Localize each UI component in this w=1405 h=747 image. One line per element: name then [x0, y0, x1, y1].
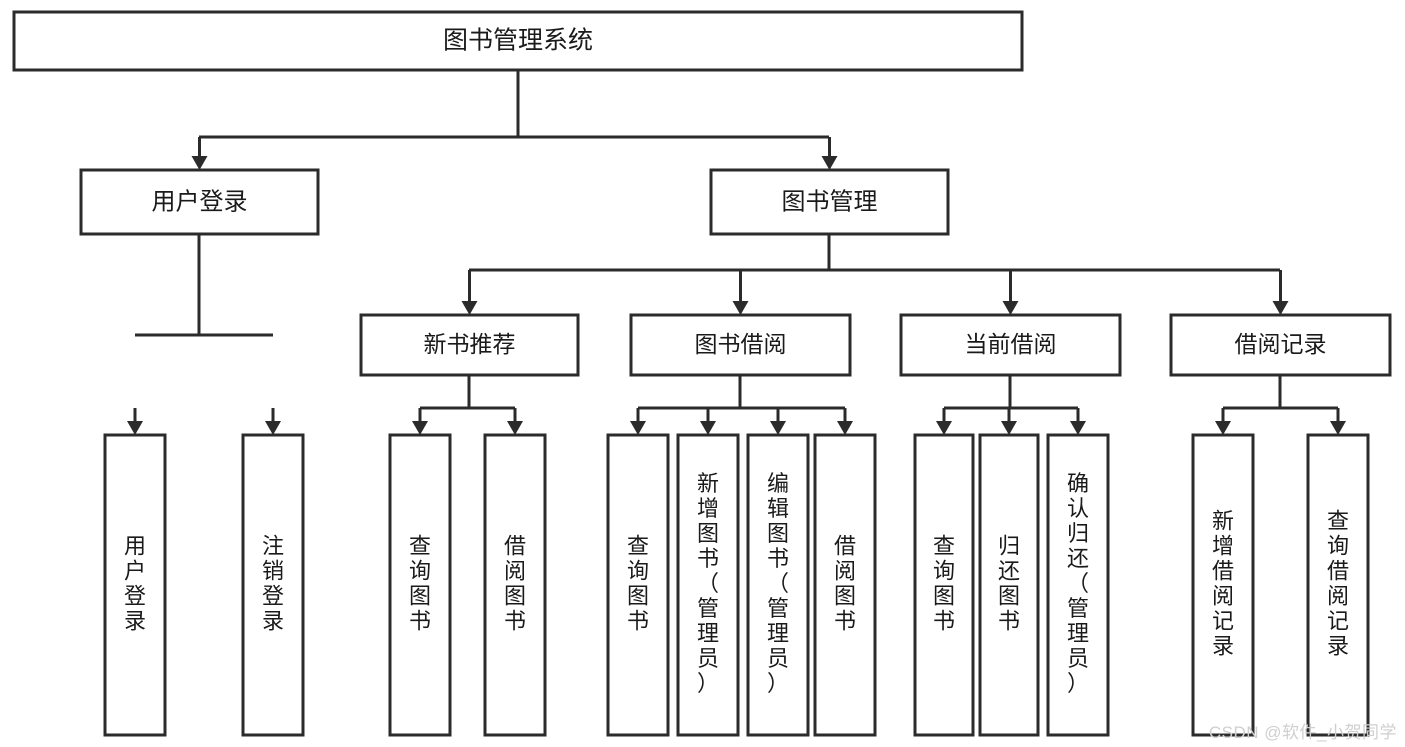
node-查询借阅记录-leaf-label: 查询借阅记录	[1327, 508, 1349, 658]
node-确认归还管理员-leaf-label: 确认归还（管理员）	[1067, 471, 1089, 696]
arrow-head-icon	[127, 421, 143, 435]
arrow-head-icon	[837, 421, 853, 435]
node-新书推荐-label: 新书推荐	[424, 331, 516, 357]
node-用户登录-box[interactable]	[79, 168, 320, 236]
node-借阅图书-leaf[interactable]: 借阅图书	[813, 433, 877, 737]
arrow-head-icon	[461, 301, 478, 315]
node-归还图书-leaf-label: 归还图书	[998, 533, 1020, 633]
node-图书管理系统-root[interactable]: 图书管理系统	[12, 10, 1024, 72]
node-当前借阅[interactable]: 当前借阅	[899, 313, 1122, 377]
arrow-head-icon	[732, 301, 749, 315]
node-借阅图书-leaf[interactable]: 借阅图书	[483, 433, 547, 737]
node-借阅图书-leaf-box[interactable]	[483, 433, 547, 737]
node-归还图书-leaf[interactable]: 归还图书	[978, 433, 1040, 737]
node-借阅记录[interactable]: 借阅记录	[1169, 313, 1392, 377]
node-借阅图书-leaf-label: 借阅图书	[504, 533, 526, 633]
node-查询图书-leaf[interactable]: 查询图书	[606, 433, 670, 737]
arrow-head-icon	[1215, 421, 1231, 435]
arrow-head-icon	[630, 421, 646, 435]
node-注销登录-leaf-label: 注销登录	[262, 533, 284, 633]
node-编辑图书管理员-leaf-label: 编辑图书（管理员）	[767, 471, 789, 696]
arrow-head-icon	[936, 421, 952, 435]
node-用户登录-leaf-box[interactable]	[103, 433, 167, 737]
node-图书管理系统-root-box[interactable]	[12, 10, 1024, 72]
node-新书推荐-box[interactable]	[359, 313, 580, 377]
node-图书借阅-label: 图书借阅	[695, 331, 787, 357]
node-图书管理[interactable]: 图书管理	[709, 168, 950, 236]
node-查询图书-leaf-box[interactable]	[606, 433, 670, 737]
node-查询图书-leaf-label: 查询图书	[409, 533, 431, 633]
arrow-head-icon	[1002, 301, 1019, 315]
node-确认归还管理员-leaf-box[interactable]	[1046, 433, 1110, 737]
node-借阅图书-leaf-label: 借阅图书	[834, 533, 856, 633]
arrow-head-icon	[412, 421, 428, 435]
arrow-head-icon	[1272, 301, 1289, 315]
node-当前借阅-label: 当前借阅	[965, 331, 1057, 357]
node-查询图书-leaf-label: 查询图书	[933, 533, 955, 633]
node-当前借阅-box[interactable]	[899, 313, 1122, 377]
arrow-head-icon	[1001, 421, 1017, 435]
node-归还图书-leaf-box[interactable]	[978, 433, 1040, 737]
node-查询图书-leaf-box[interactable]	[388, 433, 452, 737]
node-新增图书管理员-leaf-box[interactable]	[676, 433, 740, 737]
node-编辑图书管理员-leaf-box[interactable]	[746, 433, 810, 737]
node-用户登录-leaf[interactable]: 用户登录	[103, 433, 167, 737]
arrow-head-icon	[191, 156, 208, 170]
node-借阅记录-box[interactable]	[1169, 313, 1392, 377]
node-借阅记录-label: 借阅记录	[1235, 331, 1327, 357]
node-新书推荐[interactable]: 新书推荐	[359, 313, 580, 377]
node-查询借阅记录-leaf-box[interactable]	[1306, 433, 1370, 737]
node-查询图书-leaf-box[interactable]	[913, 433, 975, 737]
node-图书管理-label: 图书管理	[782, 188, 878, 215]
arrow-head-icon	[770, 421, 786, 435]
arrow-head-icon	[1330, 421, 1346, 435]
node-图书借阅-box[interactable]	[629, 313, 852, 377]
arrow-head-icon	[507, 421, 523, 435]
arrow-head-icon	[1070, 421, 1086, 435]
node-新增图书管理员-leaf-label: 新增图书（管理员）	[697, 471, 719, 696]
node-新增借阅记录-leaf[interactable]: 新增借阅记录	[1191, 433, 1255, 737]
watermark-label: CSDN @软件_小贺同学	[1208, 723, 1397, 742]
arrow-head-icon	[265, 421, 281, 435]
node-图书管理-box[interactable]	[709, 168, 950, 236]
node-新增图书管理员-leaf[interactable]: 新增图书（管理员）	[676, 433, 740, 737]
node-编辑图书管理员-leaf[interactable]: 编辑图书（管理员）	[746, 433, 810, 737]
arrow-head-icon	[821, 156, 838, 170]
node-查询图书-leaf[interactable]: 查询图书	[388, 433, 452, 737]
node-用户登录-leaf-label: 用户登录	[124, 533, 146, 633]
node-确认归还管理员-leaf[interactable]: 确认归还（管理员）	[1046, 433, 1110, 737]
node-注销登录-leaf-box[interactable]	[241, 433, 305, 737]
node-注销登录-leaf[interactable]: 注销登录	[241, 433, 305, 737]
nodes-layer: 图书管理系统用户登录图书管理新书推荐图书借阅当前借阅借阅记录用户登录注销登录查询…	[12, 10, 1392, 737]
node-图书管理系统-root-label: 图书管理系统	[443, 27, 593, 55]
node-用户登录[interactable]: 用户登录	[79, 168, 320, 236]
node-借阅图书-leaf-box[interactable]	[813, 433, 877, 737]
node-新增借阅记录-leaf-label: 新增借阅记录	[1212, 508, 1234, 658]
node-图书借阅[interactable]: 图书借阅	[629, 313, 852, 377]
edges-layer	[127, 70, 1346, 435]
arrow-head-icon	[700, 421, 716, 435]
node-查询借阅记录-leaf[interactable]: 查询借阅记录	[1306, 433, 1370, 737]
node-查询图书-leaf[interactable]: 查询图书	[913, 433, 975, 737]
node-用户登录-label: 用户登录	[152, 188, 248, 215]
node-新增借阅记录-leaf-box[interactable]	[1191, 433, 1255, 737]
node-查询图书-leaf-label: 查询图书	[627, 533, 649, 633]
